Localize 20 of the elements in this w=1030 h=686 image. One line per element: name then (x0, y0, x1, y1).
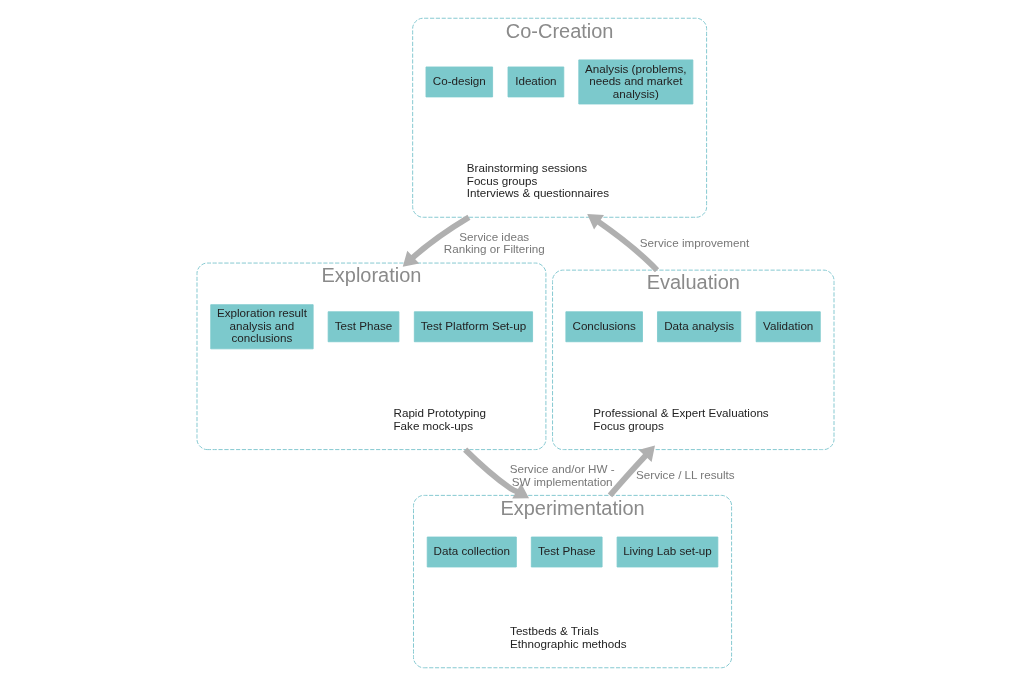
node-box: Data analysis (656, 311, 741, 343)
arrow (607, 445, 655, 498)
node-box: Validation (755, 311, 821, 343)
node-box: Exploration result analysis and conclusions (209, 304, 314, 350)
node-box: Test Phase (530, 536, 602, 568)
arrow (402, 214, 470, 267)
node-box: Ideation (507, 66, 564, 98)
edge-label: Service improvement (639, 235, 749, 249)
node-box: Test Platform Set-up (413, 311, 533, 343)
arrow (462, 447, 529, 499)
arrow (586, 214, 659, 273)
node-box: Data collection (426, 536, 517, 568)
node-box: Test Phase (327, 311, 399, 343)
node-box: Conclusions (564, 311, 643, 343)
node-box: Co-design (425, 66, 493, 98)
edge-label: Service / LL results (635, 468, 735, 482)
edge-label: Service and/or HW - SW implementation (509, 462, 615, 488)
edge-label: Service ideas Ranking or Filtering (443, 229, 545, 256)
node-box: Living Lab set-up (616, 536, 718, 568)
node-box: Analysis (problems, needs and market analysis) (577, 59, 693, 105)
